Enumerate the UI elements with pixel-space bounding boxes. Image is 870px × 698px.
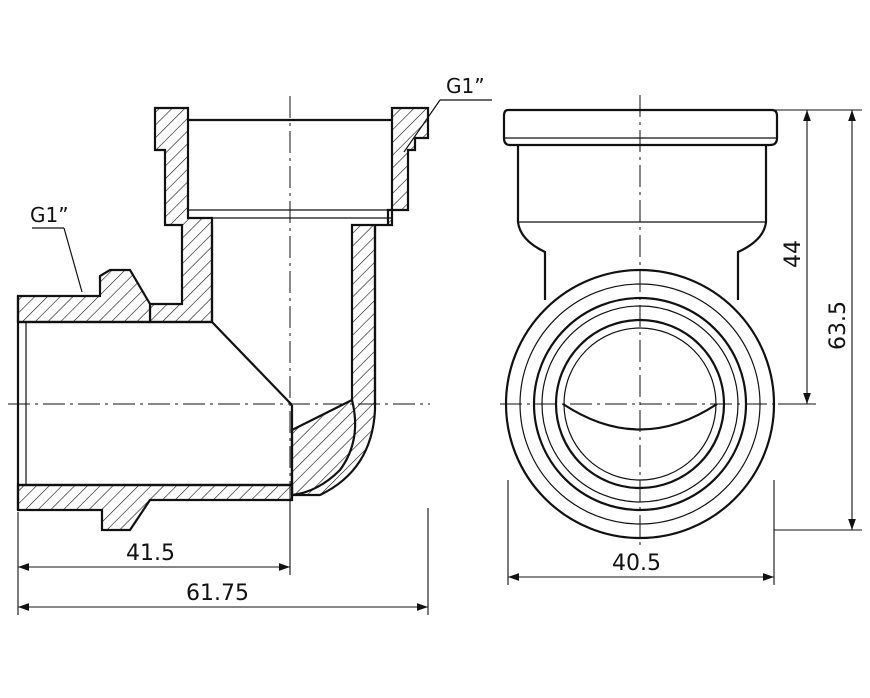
elbow-bend-wall bbox=[290, 398, 357, 497]
thread-label-top: G1” bbox=[446, 74, 485, 98]
dim-61-75: 61.75 bbox=[186, 581, 249, 606]
dim-40-5: 40.5 bbox=[612, 551, 661, 576]
male-end-top-wall bbox=[16, 268, 152, 324]
dim-63-5: 63.5 bbox=[826, 301, 851, 350]
collar bbox=[502, 108, 779, 147]
socket-wall-left bbox=[148, 106, 214, 324]
dim-41-5: 41.5 bbox=[126, 541, 175, 566]
thread-label-left: G1” bbox=[30, 203, 69, 227]
male-end-bottom-wall bbox=[16, 483, 294, 532]
front-view: 40.5 44 63.5 bbox=[500, 95, 862, 585]
dim-44: 44 bbox=[781, 240, 806, 268]
section-view: G1” G1” 41.5 61.75 bbox=[8, 74, 492, 615]
